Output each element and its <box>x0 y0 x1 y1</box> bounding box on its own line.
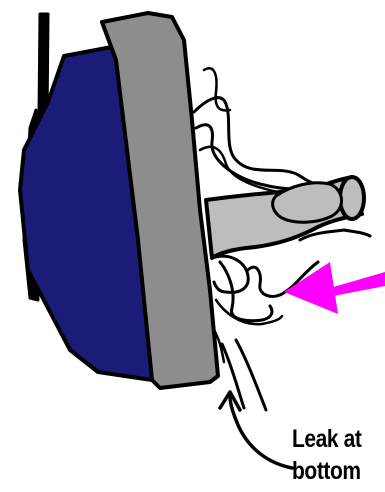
leak-label-line2: bottom <box>292 455 369 487</box>
upper-seal-outline-1 <box>194 98 346 188</box>
leak-label-line1: Leak at <box>292 423 369 455</box>
lower-seal-outline-1 <box>212 256 248 292</box>
leak-label: Leak at bottom <box>292 423 369 487</box>
upper-seal-outline-2 <box>196 125 340 190</box>
pointer-arrow <box>284 262 385 314</box>
stem-end-cap <box>340 177 364 219</box>
